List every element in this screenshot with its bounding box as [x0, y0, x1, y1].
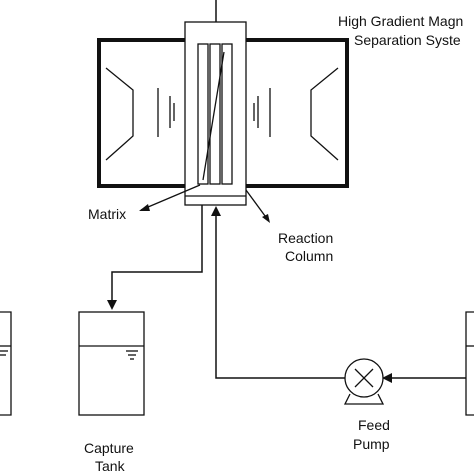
feed-tank [465, 311, 474, 416]
return-arrowhead [211, 206, 221, 216]
capture-tank [78, 311, 145, 416]
matrix-arrowhead [139, 204, 150, 211]
outlet-arrowhead [107, 300, 117, 310]
feed-pipe-arrowhead-into-pump [382, 373, 392, 383]
left-tank [0, 311, 12, 416]
feed-pump-label-line1: Feed [358, 417, 390, 433]
reaction-column-label-line1: Reaction [278, 230, 333, 246]
system-title-line2: Separation Syste [354, 32, 461, 48]
reaction-column-arrowhead [262, 214, 270, 223]
outlet-pipe [111, 205, 203, 305]
matrix-element [197, 43, 233, 185]
feed-pump [343, 358, 385, 405]
system-title-line1: High Gradient Magn [338, 13, 463, 29]
reaction-column [184, 21, 247, 206]
capture-tank-label-line1: Capture [84, 440, 134, 456]
capture-tank-label-line2: Tank [95, 458, 126, 474]
left-magnet-pole [105, 67, 175, 161]
matrix-pointer [140, 184, 201, 211]
reaction-column-pointer [245, 189, 269, 221]
matrix-label: Matrix [88, 206, 126, 222]
feed-pump-label-line2: Pump [353, 436, 390, 452]
return-pipe [215, 212, 345, 379]
reaction-column-label-line2: Column [285, 248, 333, 264]
right-magnet-pole [253, 67, 339, 161]
